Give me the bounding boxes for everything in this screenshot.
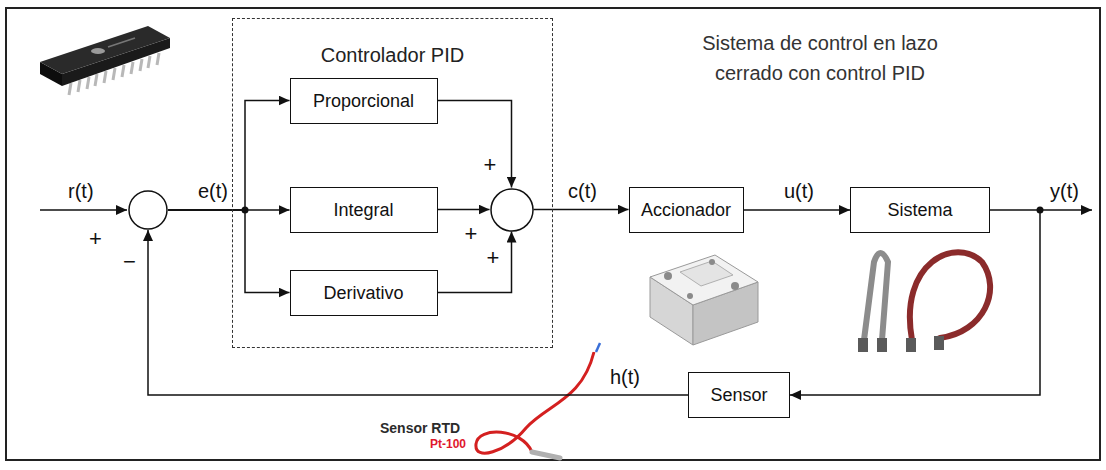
summing-junction: +++ [490, 188, 534, 232]
summing-circle [129, 191, 167, 229]
heating-elements [858, 252, 990, 352]
process-box: Integral [290, 187, 438, 233]
signal-name: r(t) [68, 180, 94, 203]
signal-connector [438, 101, 512, 188]
signal-connector [168, 210, 290, 293]
process-box: Sensor [688, 372, 790, 418]
sign-mark: + [89, 228, 102, 250]
relay-screw [709, 259, 715, 265]
relay-screw [664, 272, 672, 280]
heater-gray [864, 253, 888, 340]
signal-connector [790, 210, 1040, 395]
sensor-model: Pt-100 [430, 437, 466, 451]
process-box: Accionador [629, 187, 744, 233]
signal-connector [744, 209, 851, 211]
box-label: Proporcional [313, 90, 414, 112]
heater-terminal [906, 338, 916, 352]
summing-circle [491, 189, 533, 231]
process-box: Proporcional [290, 78, 438, 124]
relay-screw [687, 293, 693, 299]
signal-name: c(t) [566, 180, 599, 202]
signal-connector [148, 230, 688, 395]
relay-top [650, 255, 758, 305]
heater-terminal [858, 338, 868, 352]
rtd-sheath [532, 452, 560, 458]
junction-outline [490, 188, 534, 232]
outer-frame [6, 8, 1100, 460]
signal-name: u(t) [782, 180, 816, 202]
heater-terminal [877, 338, 887, 352]
chip-top [40, 26, 170, 74]
pid-controller-group: Controlador PID ProporcionalIntegralDeriv… [232, 18, 553, 348]
input-arrow [40, 209, 127, 211]
junction-outline [128, 190, 168, 230]
process-box: Derivativo [290, 270, 438, 316]
box-label: Integral [333, 199, 393, 221]
solid-state-relay [650, 255, 758, 345]
signal-connector [168, 101, 290, 211]
sign-mark: + [484, 154, 497, 176]
sign-mark: + [465, 223, 478, 245]
output-arrow [1040, 209, 1092, 211]
box-label: Sistema [887, 199, 952, 221]
box-label: Derivativo [323, 282, 403, 304]
chip-marking [108, 38, 135, 47]
relay-screw [731, 282, 739, 290]
summing-junction: +− [128, 190, 168, 230]
box-label: Sensor [710, 384, 767, 406]
microcontroller-chip [40, 26, 170, 95]
chip-logo [91, 48, 105, 54]
signal-name: h(t) [608, 366, 642, 388]
rtd-wire [596, 343, 600, 352]
sign-mark: + [487, 247, 500, 269]
rtd-cable [476, 352, 594, 453]
process-box: Sistema [850, 187, 990, 233]
sensor-caption: Sensor RTD [380, 420, 460, 436]
rtd-probe [476, 342, 600, 458]
signal-connector [438, 209, 490, 211]
signal-name: e(t) [198, 180, 228, 203]
relay-label [680, 261, 733, 286]
rtd-wire [588, 342, 592, 352]
heater-terminal [934, 336, 944, 350]
heater-red [910, 252, 990, 340]
sign-mark: − [123, 251, 136, 273]
group-heading: Controlador PID [233, 43, 552, 67]
box-label: Accionador [641, 199, 731, 221]
signal-connector [534, 209, 629, 211]
signal-name: y(t) [1050, 180, 1079, 203]
diagram-title: Sistema de control en lazo cerrado con c… [670, 28, 970, 88]
